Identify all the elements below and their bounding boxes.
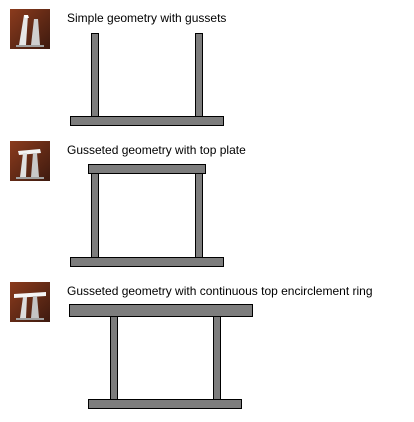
option-title: Gusseted geometry with continuous top en…	[67, 284, 373, 298]
gusset-top-plate-thumbnail-icon[interactable]	[10, 141, 50, 181]
top-encirclement-ring	[69, 304, 253, 317]
left-gusset	[110, 316, 118, 401]
option-title: Gusseted geometry with top plate	[67, 143, 246, 157]
left-gusset	[91, 173, 99, 258]
base-plate	[88, 399, 242, 409]
right-gusset	[195, 33, 203, 117]
right-gusset	[213, 316, 221, 401]
base-plate	[70, 116, 224, 126]
gusset-ring-thumbnail-icon[interactable]	[10, 282, 50, 322]
right-gusset	[195, 173, 203, 258]
base-plate	[70, 257, 224, 267]
left-gusset	[91, 33, 99, 117]
option-title: Simple geometry with gussets	[67, 11, 227, 25]
gusset-simple-thumbnail-icon[interactable]	[10, 9, 50, 49]
top-plate	[88, 164, 206, 174]
